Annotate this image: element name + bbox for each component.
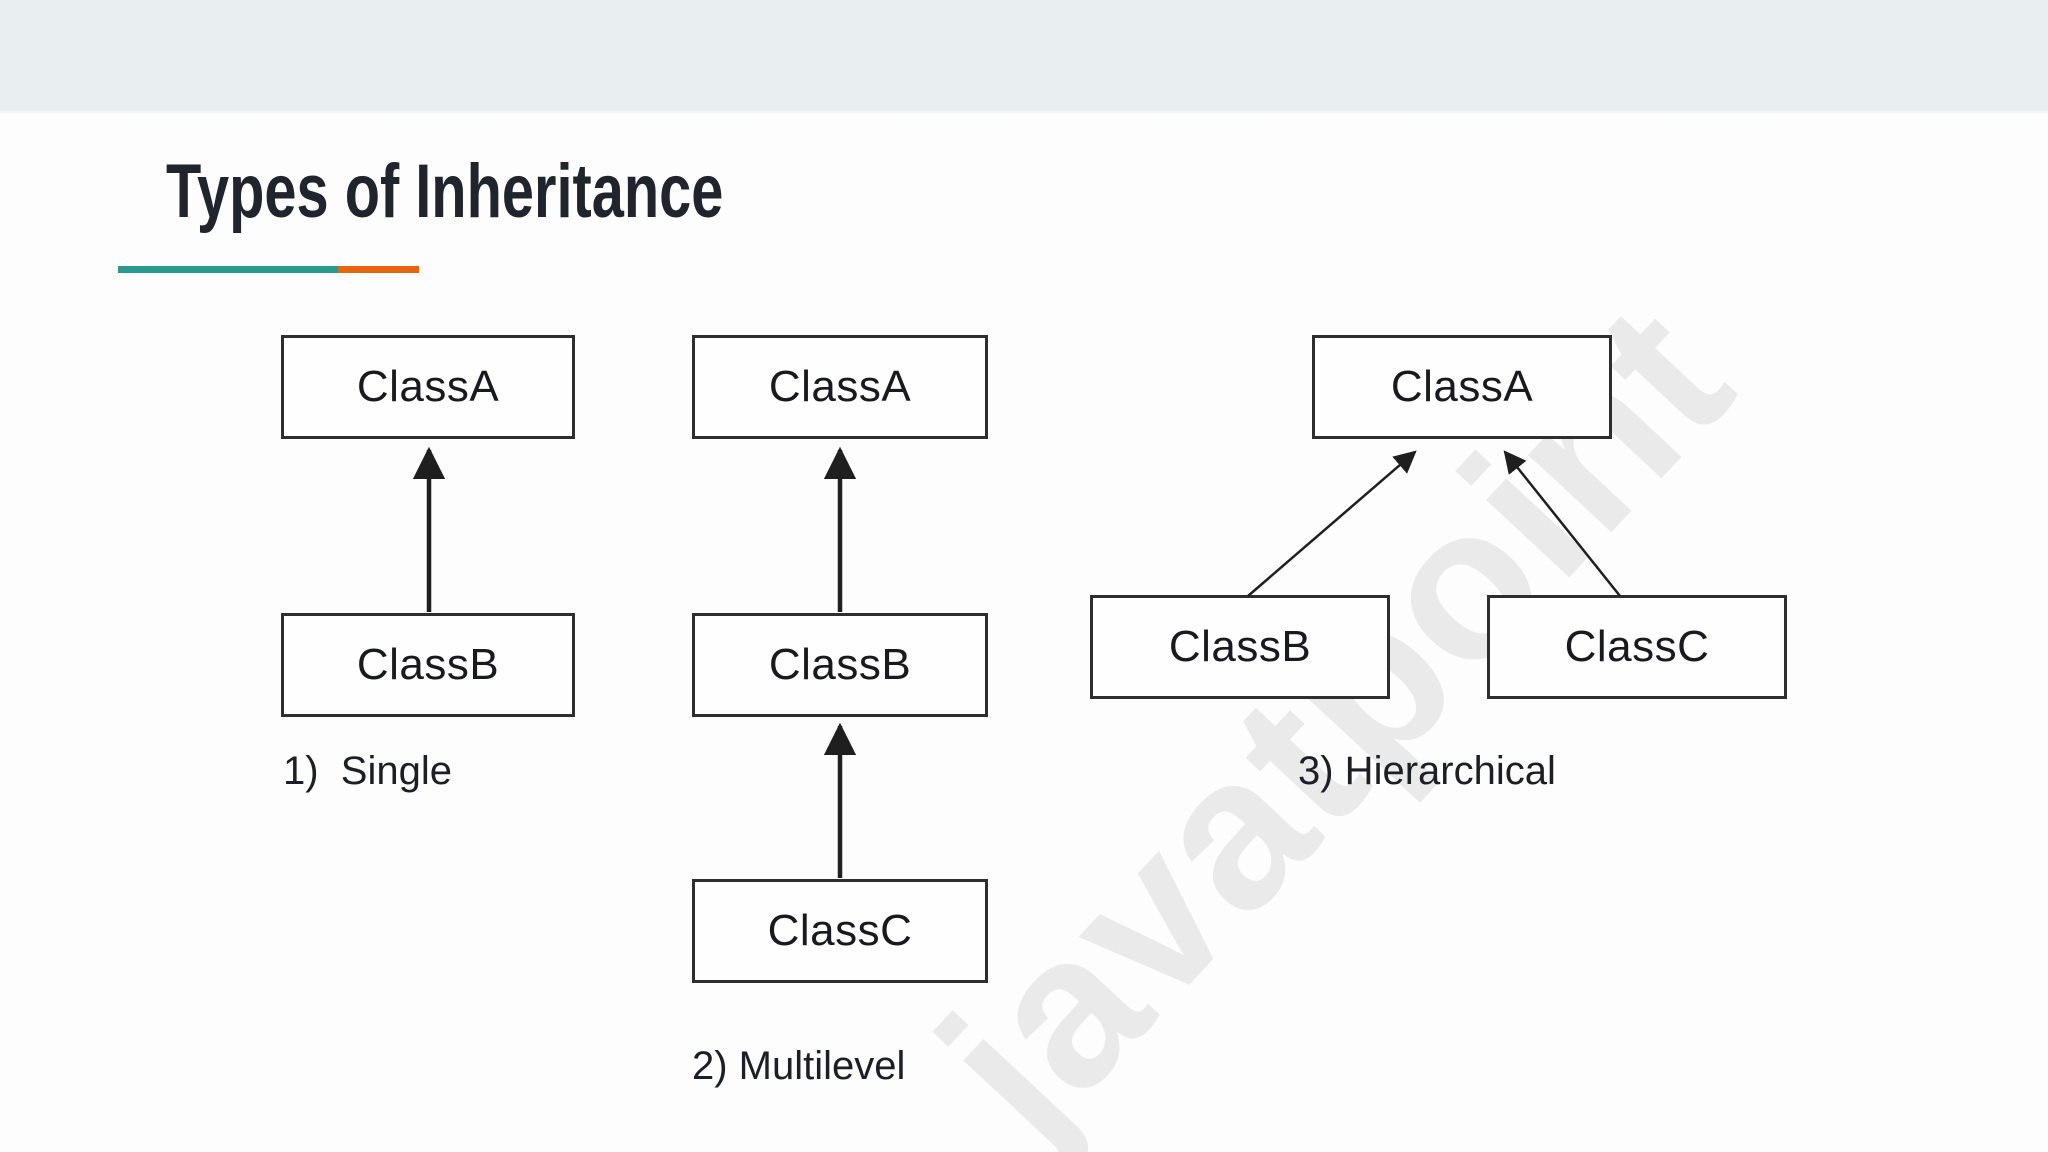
underline-teal-segment [118, 266, 338, 273]
node-single-classb-label: ClassB [356, 640, 500, 689]
node-multilevel-classa: ClassA [692, 335, 988, 439]
node-single-classb: ClassB [281, 613, 575, 717]
node-hierarchical-classc: ClassC [1487, 595, 1787, 699]
node-hierarchical-classb-label: ClassB [1168, 622, 1312, 671]
node-multilevel-classa-label: ClassA [768, 362, 912, 411]
node-hierarchical-classa: ClassA [1312, 335, 1612, 439]
node-multilevel-classb-label: ClassB [768, 640, 912, 689]
node-multilevel-classc: ClassC [692, 879, 988, 983]
node-single-classa-label: ClassA [356, 362, 500, 411]
node-hierarchical-classc-label: ClassC [1564, 622, 1710, 671]
node-multilevel-classb: ClassB [692, 613, 988, 717]
node-single-classa: ClassA [281, 335, 575, 439]
page-title: Types of Inheritance [166, 149, 724, 234]
node-hierarchical-classb: ClassB [1090, 595, 1390, 699]
label-single: 1) Single [283, 749, 452, 793]
underline-orange-segment [338, 266, 419, 273]
node-hierarchical-classa-label: ClassA [1390, 362, 1534, 411]
header-band [0, 0, 2048, 114]
label-hierarchical: 3) Hierarchical [1298, 749, 1556, 793]
node-multilevel-classc-label: ClassC [767, 906, 913, 955]
label-multilevel: 2) Multilevel [692, 1044, 906, 1088]
